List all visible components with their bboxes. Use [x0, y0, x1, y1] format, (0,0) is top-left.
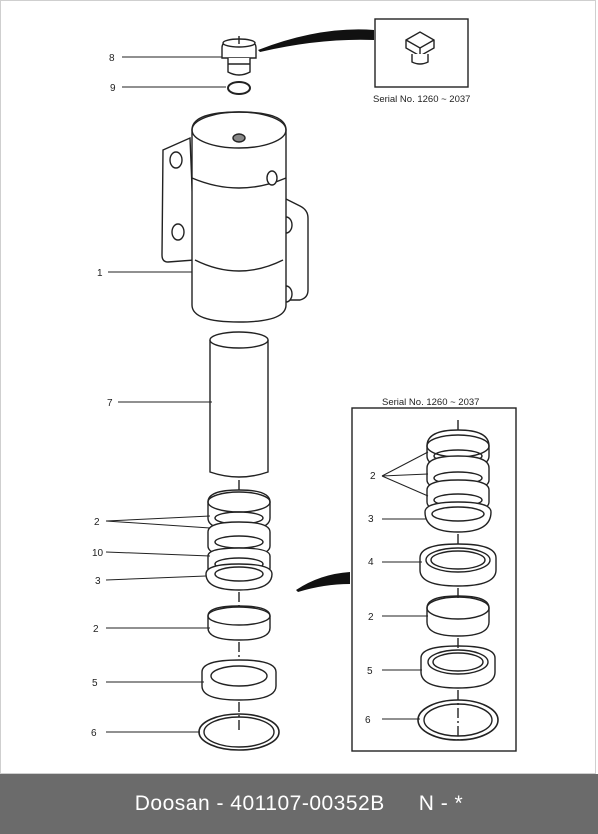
plug-part-8 [221, 38, 257, 76]
callout-1: 1 [97, 268, 103, 279]
part-number-footer: Doosan - 401107-00352B N - * [0, 774, 598, 834]
callout-10: 10 [92, 548, 104, 559]
bushing-part-2-left [207, 605, 271, 641]
leader-lines [105, 56, 429, 733]
callout-2-inset-lower: 2 [368, 612, 374, 623]
callout-2-left: 2 [93, 624, 99, 635]
inset-box-right [351, 407, 517, 752]
callout-2-inset: 2 [370, 471, 376, 482]
snap-ring-part-6-left [198, 713, 280, 751]
inset-right-pointer [296, 572, 350, 592]
exploded-view-diagram: 8 9 1 7 2 10 3 2 5 6 2 3 4 2 5 6 Serial … [91, 18, 517, 752]
inset-right-caption: Serial No. 1260 ~ 2037 [382, 397, 479, 408]
footer-brand-part-number: Doosan - 401107-00352B [134, 792, 385, 815]
bushing-stack-left [205, 489, 273, 591]
callout-9: 9 [110, 83, 116, 94]
callout-7: 7 [107, 398, 113, 409]
housing-part-1 [161, 111, 309, 323]
footer-code: N - * [418, 792, 464, 815]
callout-5-inset: 5 [367, 666, 373, 677]
inset-top-pointer [258, 29, 374, 52]
inset-box-top [374, 18, 469, 88]
callout-3-inset: 3 [368, 514, 374, 525]
callout-5-left: 5 [92, 678, 98, 689]
diagram-frame [0, 0, 596, 774]
pin-part-7 [209, 331, 269, 478]
callout-6-inset: 6 [365, 715, 371, 726]
callout-3-left: 3 [95, 576, 101, 587]
o-ring-part-9 [227, 81, 251, 95]
inset-top-caption: Serial No. 1260 ~ 2037 [373, 94, 470, 105]
seal-part-5-left [201, 659, 277, 701]
callout-2-stack: 2 [94, 517, 100, 528]
callout-8: 8 [109, 53, 115, 64]
callout-4-inset: 4 [368, 557, 374, 568]
callout-6-left: 6 [91, 728, 97, 739]
